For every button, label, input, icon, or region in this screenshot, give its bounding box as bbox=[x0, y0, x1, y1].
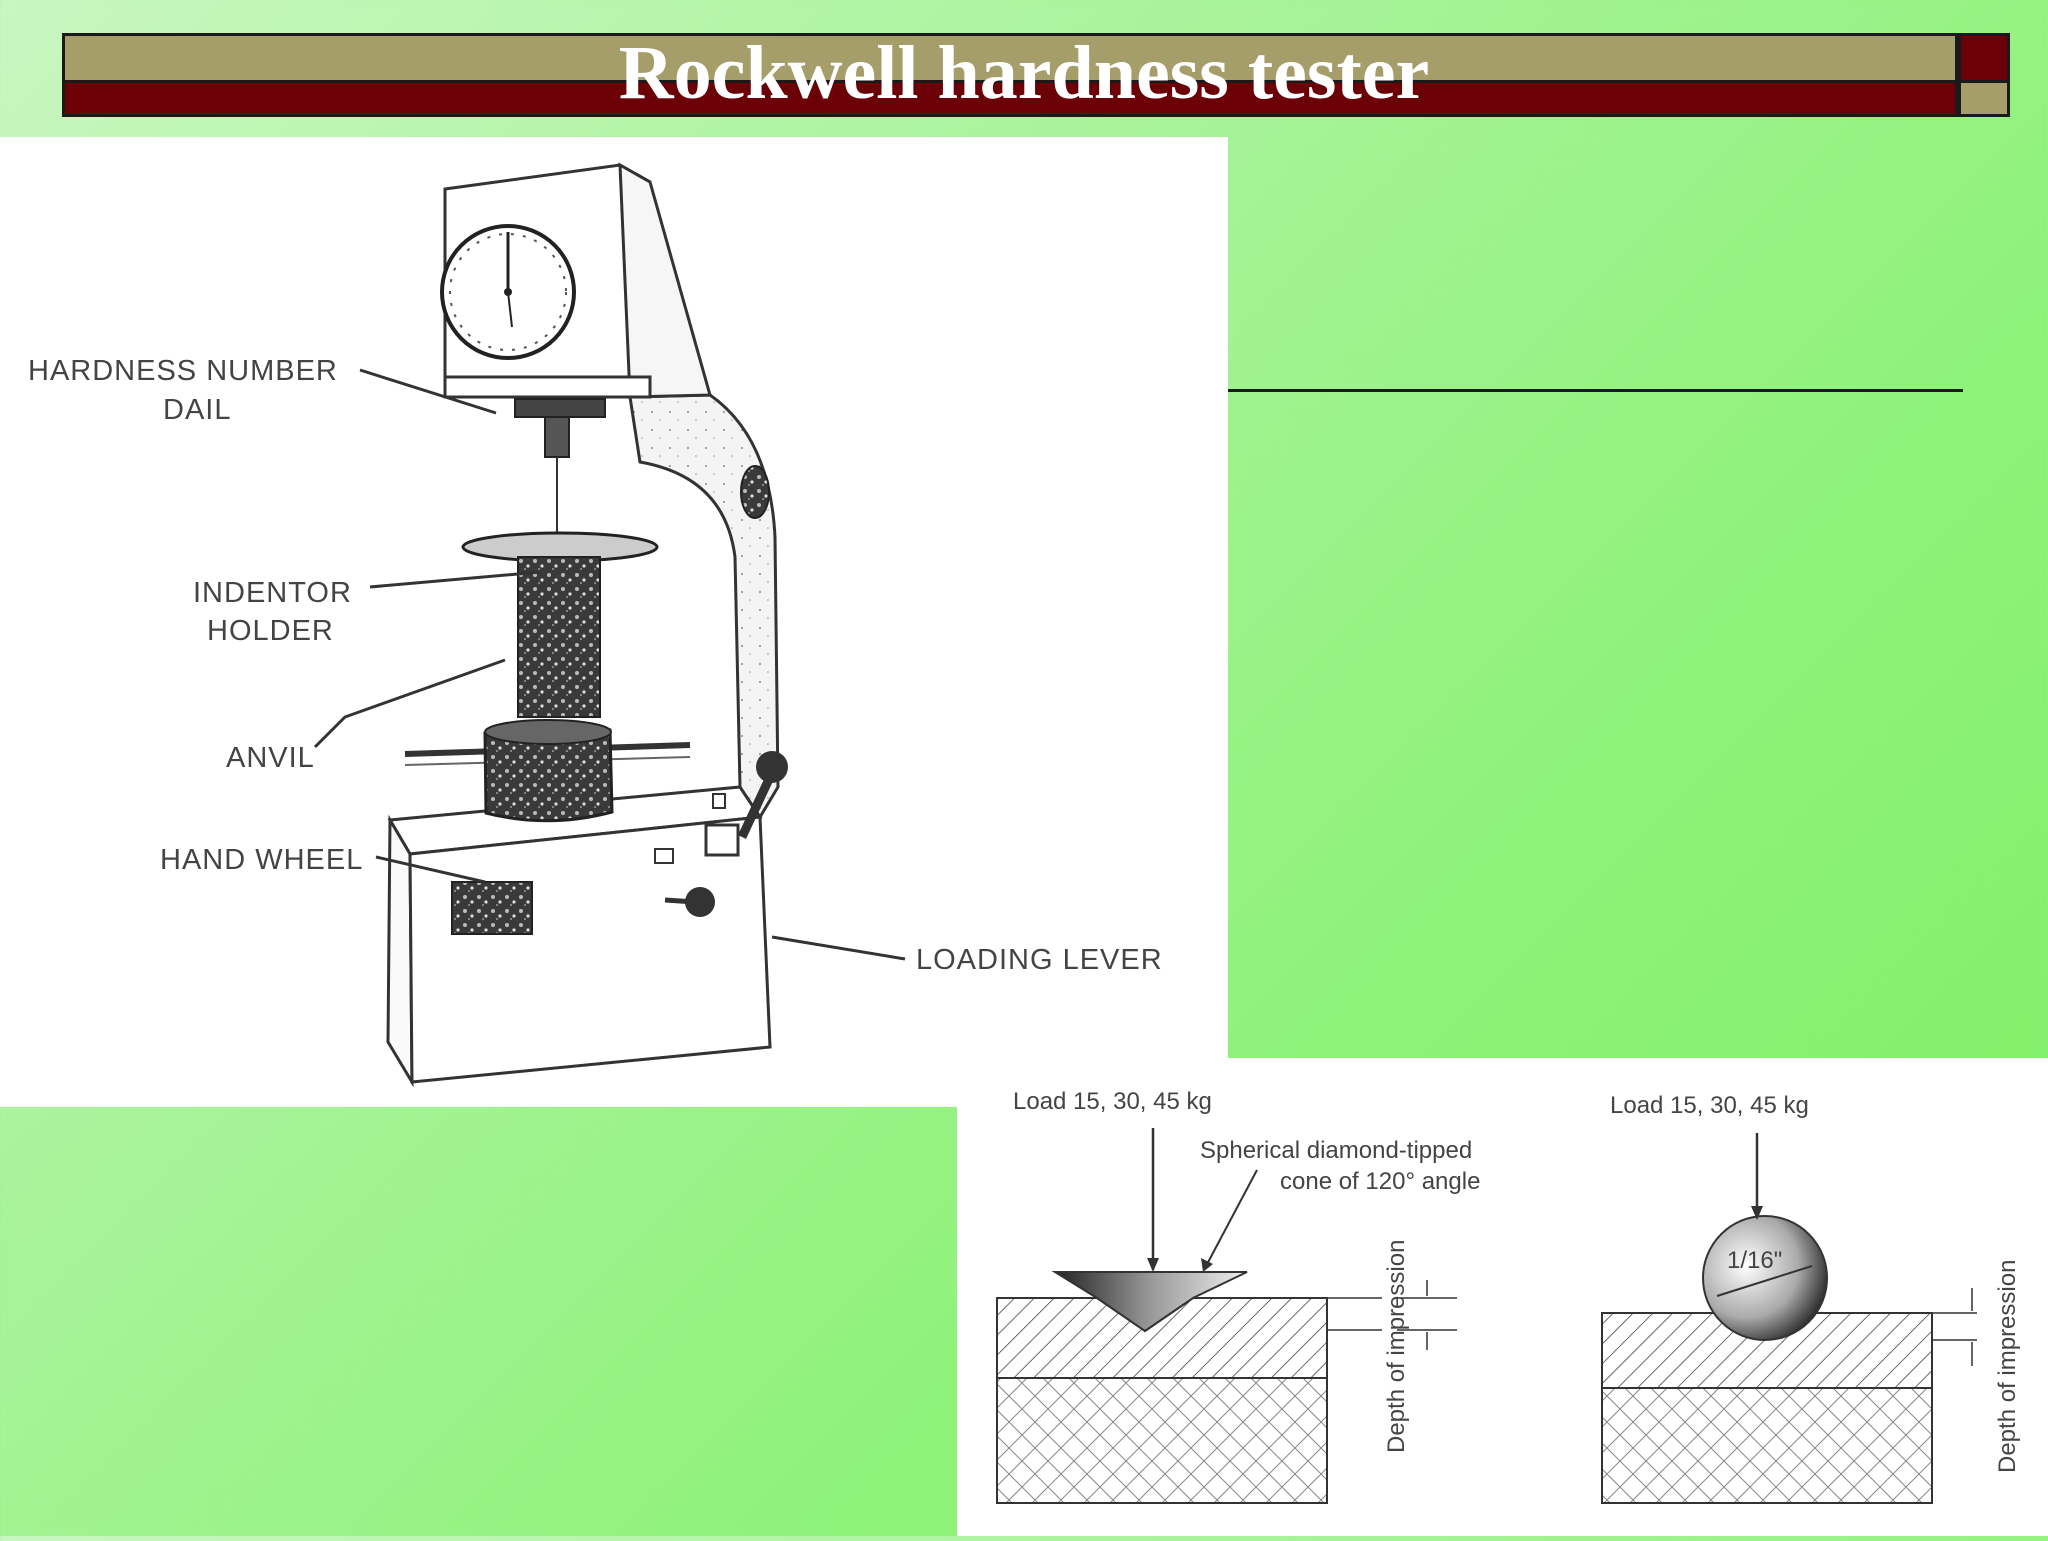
leader-loading-lever bbox=[771, 935, 906, 961]
title-band-bottom bbox=[62, 83, 1958, 117]
machine-diagram: HARDNESS NUMBER DAIL INDENTOR HOLDER ANV… bbox=[28, 162, 1163, 1088]
indentation-diagram-panel: Load 15, 30, 45 kg Spherical diamond-tip… bbox=[957, 1058, 2048, 1536]
horizontal-rule bbox=[1228, 389, 1963, 392]
label-loading-lever: LOADING LEVER bbox=[916, 944, 1163, 976]
ball-size-label: 1/16" bbox=[1727, 1247, 1782, 1274]
leader-lines bbox=[313, 368, 906, 961]
hardness-dial-icon bbox=[440, 224, 576, 360]
cone-load-label: Load 15, 30, 45 kg bbox=[1013, 1088, 1212, 1115]
cone-depth-label: Depth of impression bbox=[1383, 1240, 1410, 1453]
label-dial-line2: DAIL bbox=[163, 394, 231, 426]
leader-holder bbox=[369, 570, 541, 589]
label-dial-line1: HARDNESS NUMBER bbox=[28, 355, 338, 387]
steel-ball-icon bbox=[1702, 1215, 1828, 1341]
machine-column bbox=[628, 393, 780, 820]
side-knob bbox=[740, 465, 770, 519]
title-bar bbox=[62, 33, 2010, 117]
cone-indentation-diagram bbox=[996, 1128, 1457, 1504]
base-material-right bbox=[1601, 1387, 1933, 1504]
machine-diagram-panel: HARDNESS NUMBER DAIL INDENTOR HOLDER ANV… bbox=[0, 137, 1228, 1107]
anvil-part bbox=[461, 531, 659, 718]
loading-lever-part bbox=[654, 751, 788, 917]
indentor-holder-part bbox=[514, 398, 606, 532]
slide-title: Rockwell hardness tester bbox=[618, 31, 1430, 115]
label-holder-line1: INDENTOR bbox=[193, 577, 352, 609]
ball-load-label: Load 15, 30, 45 kg bbox=[1610, 1092, 1809, 1119]
cone-note-line2: cone of 120° angle bbox=[1280, 1168, 1480, 1195]
leader-dial bbox=[359, 368, 497, 415]
label-holder-line2: HOLDER bbox=[207, 615, 334, 647]
label-anvil: ANVIL bbox=[226, 742, 315, 774]
title-band-top bbox=[62, 33, 1958, 83]
hand-wheel-part bbox=[404, 719, 691, 823]
title-corner-block-light bbox=[1958, 83, 2010, 117]
label-hand-wheel: HAND WHEEL bbox=[160, 844, 363, 876]
indentation-diagram: Load 15, 30, 45 kg Spherical diamond-tip… bbox=[996, 1088, 2021, 1504]
diamond-cone-icon bbox=[1051, 1271, 1248, 1333]
base-material bbox=[996, 1377, 1328, 1504]
ball-indentation-diagram bbox=[1601, 1133, 1977, 1504]
cone-note-line1: Spherical diamond-tipped bbox=[1200, 1137, 1472, 1164]
title-corner-block-dark bbox=[1958, 33, 2010, 83]
nameplate bbox=[451, 881, 533, 935]
ball-depth-label: Depth of impression bbox=[1994, 1260, 2021, 1473]
leader-anvil bbox=[313, 658, 506, 749]
leader-hand-wheel bbox=[375, 855, 486, 884]
